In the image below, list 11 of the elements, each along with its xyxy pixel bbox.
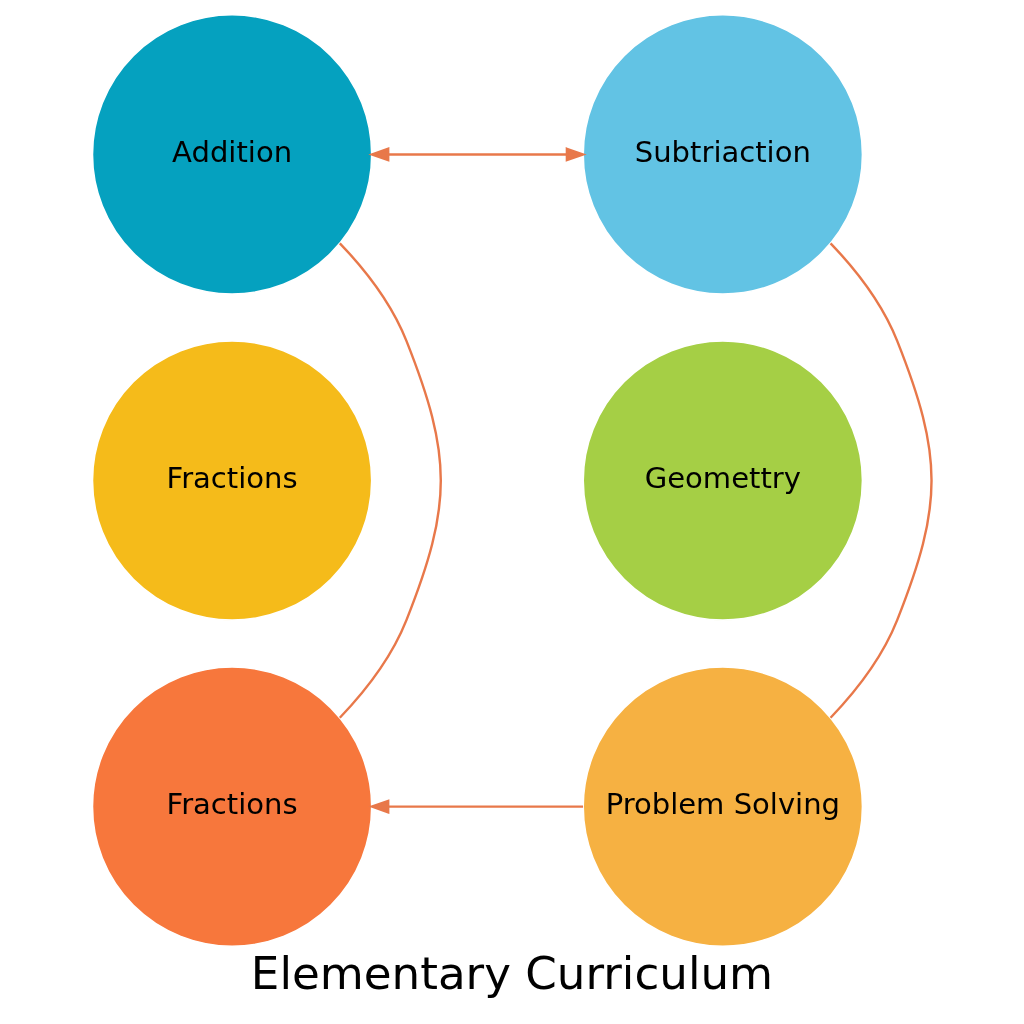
node-circle: Geomettry	[582, 340, 864, 621]
node-circle: Problem Solving	[582, 666, 864, 948]
node-circle: Fractions	[91, 666, 373, 948]
node-circle: Subtriaction	[582, 14, 864, 295]
node-circle: Addition	[91, 14, 373, 295]
arrow	[368, 799, 584, 814]
arrow	[368, 147, 587, 162]
node-circle: Fractions	[91, 340, 373, 621]
diagram-title: Elementary Curriculum	[250, 946, 774, 1000]
connector	[829, 242, 933, 719]
connector	[338, 242, 442, 719]
